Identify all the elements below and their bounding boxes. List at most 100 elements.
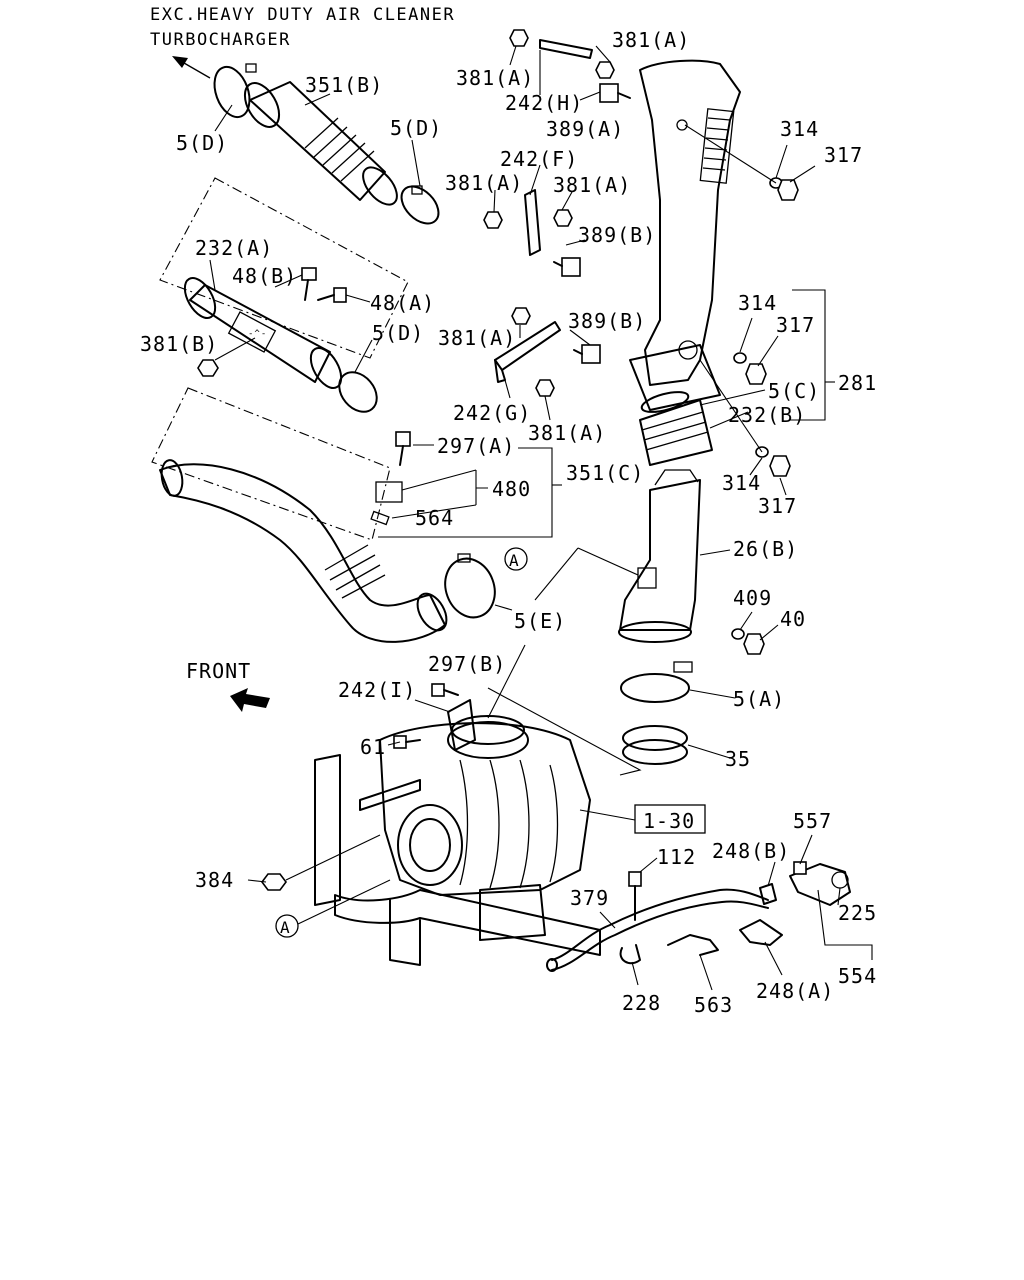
svg-text:A: A <box>509 551 520 570</box>
leader-lines <box>209 45 873 991</box>
label-381a-4: 381(A) <box>553 173 631 197</box>
svg-text:A: A <box>280 918 291 937</box>
bracket-242g <box>494 307 561 397</box>
label-242i: 242(I) <box>338 678 416 702</box>
mount-389b-upper <box>553 257 581 277</box>
label-297b: 297(B) <box>428 652 506 676</box>
hose-351c <box>159 459 448 643</box>
label-61: 61 <box>360 735 386 759</box>
clip-563 <box>667 934 719 956</box>
clip-248b <box>759 883 777 905</box>
label-389b-2: 389(B) <box>568 309 646 333</box>
label-228: 228 <box>622 991 661 1015</box>
clip-228 <box>619 944 641 965</box>
bolt-112 <box>628 871 642 921</box>
label-389b-1: 389(B) <box>578 223 656 247</box>
clamp-5e <box>444 553 496 619</box>
label-557: 557 <box>793 809 832 833</box>
label-351c: 351(C) <box>566 461 644 485</box>
label-379: 379 <box>570 886 609 910</box>
label-314-1: 314 <box>780 117 819 141</box>
label-5d-c: 5(D) <box>372 321 424 345</box>
mount-389a <box>599 83 631 103</box>
label-351b: 351(B) <box>305 73 383 97</box>
seal-35 <box>622 725 688 765</box>
resonator-26b <box>618 469 701 643</box>
label-554: 554 <box>838 964 877 988</box>
label-480: 480 <box>492 477 531 501</box>
hose-351b <box>243 81 398 206</box>
label-248a: 248(A) <box>756 979 834 1003</box>
label-248b: 248(B) <box>712 839 790 863</box>
label-381b: 381(B) <box>140 332 218 356</box>
ref-box-label: 1-30 <box>643 809 695 833</box>
label-314-2: 314 <box>738 291 777 315</box>
turbocharger-direction-arrow <box>172 56 211 79</box>
label-232a: 232(A) <box>195 236 273 260</box>
label-35: 35 <box>725 747 751 771</box>
label-409: 409 <box>733 586 772 610</box>
hose-379 <box>546 888 769 972</box>
bracket-480 <box>375 481 403 503</box>
front-label: FRONT <box>186 659 251 683</box>
label-564: 564 <box>415 506 454 530</box>
label-5d-b: 5(D) <box>390 116 442 140</box>
duct-232b <box>639 399 713 466</box>
label-5c: 5(C) <box>768 379 820 403</box>
header-line-2: TURBOCHARGER <box>150 30 291 50</box>
label-281: 281 <box>838 371 877 395</box>
pad-564 <box>370 510 390 526</box>
clamp-5c <box>640 391 690 413</box>
label-48b: 48(B) <box>232 264 297 288</box>
label-242f: 242(F) <box>500 147 578 171</box>
label-563: 563 <box>694 993 733 1017</box>
air-cleaner-assembly <box>314 715 601 966</box>
label-317-3: 317 <box>758 494 797 518</box>
label-381a-5: 381(A) <box>438 326 516 350</box>
bolt-48b <box>301 267 317 301</box>
label-5a: 5(A) <box>733 687 785 711</box>
bolt-297a <box>395 431 411 466</box>
intake-duct-281 <box>629 59 741 411</box>
label-381a-6: 381(A) <box>528 421 606 445</box>
nut-381b <box>197 359 219 377</box>
mount-389b-lower <box>573 344 601 364</box>
label-384: 384 <box>195 868 234 892</box>
bolt-297b <box>431 683 459 697</box>
label-40: 40 <box>780 607 806 631</box>
label-389a: 389(A) <box>546 117 624 141</box>
clamp-5d-middle <box>338 371 378 413</box>
label-48a: 48(A) <box>370 291 435 315</box>
clamp-5d-top-right <box>400 185 440 225</box>
label-381a-3: 381(A) <box>445 171 523 195</box>
label-5d-a: 5(D) <box>176 131 228 155</box>
washer-nut-314-317-middle <box>733 352 767 385</box>
label-242h: 242(H) <box>505 91 583 115</box>
clamp-5a <box>620 661 693 703</box>
label-297a: 297(A) <box>437 434 515 458</box>
circle-ref-a-top: A <box>504 547 528 571</box>
label-317-2: 317 <box>776 313 815 337</box>
label-381a-1: 381(A) <box>456 66 534 90</box>
label-5e: 5(E) <box>514 609 566 633</box>
clip-248a <box>739 919 783 946</box>
label-381a-2: 381(A) <box>612 28 690 52</box>
washer-nut-409-40 <box>731 628 765 655</box>
bracket-242f <box>483 189 573 256</box>
label-317-1: 317 <box>824 143 863 167</box>
label-314-3: 314 <box>722 471 761 495</box>
label-26b: 26(B) <box>733 537 798 561</box>
ref-box-1-30: 1-30 <box>634 804 706 834</box>
label-242g: 242(G) <box>453 401 531 425</box>
front-direction-arrow: FRONT <box>186 659 270 712</box>
bracket-242i <box>447 699 476 751</box>
clamp-5d-top-left <box>213 63 257 119</box>
svg-text:-^-: -^- <box>248 329 267 339</box>
bolt-48a <box>317 287 347 303</box>
header-line-1: EXC.HEAVY DUTY AIR CLEANER <box>150 5 455 25</box>
label-112: 112 <box>657 845 696 869</box>
label-225: 225 <box>838 901 877 925</box>
valve-225-557 <box>789 861 851 906</box>
